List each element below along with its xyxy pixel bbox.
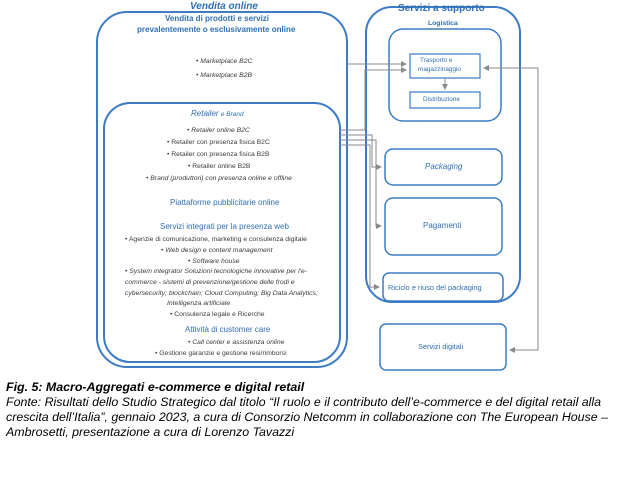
digital-services-label: Servizi digitali — [418, 342, 464, 351]
retailer-item: • Retailer con presenza fisica B2C — [167, 139, 270, 146]
retailer-item: • Brand (produttori) con presenza online… — [146, 175, 292, 182]
ads-platforms-title: Piattaforme pubblicitarie online — [170, 198, 280, 207]
support-services-title: Servizi a supporto — [398, 3, 485, 14]
caption-title: Fig. 5: Macro-Aggregati e-commerce e dig… — [6, 380, 305, 394]
retailer-title-main: Retailer — [191, 109, 219, 118]
retailer-title-suffix: e Brand — [220, 111, 244, 118]
transport-label-2: magazzinaggio — [418, 66, 461, 73]
care-item: • Gestione garanzie e gestione resi/rimb… — [155, 350, 287, 357]
distribution-label: Distribuzione — [423, 96, 460, 103]
retailer-item: • Retailer online B2B — [188, 163, 251, 170]
packaging-label: Packaging — [425, 162, 463, 171]
caption-source: Fonte: Risultati dello Studio Strategico… — [6, 395, 608, 439]
payments-box — [384, 197, 503, 256]
marketplace-b2b: • Marketplace B2B — [196, 72, 253, 79]
web-item: cybersecurity; blockchain; Cloud Computi… — [125, 290, 318, 297]
transport-label-1: Trasporto e — [420, 57, 453, 64]
online-sales-title: Vendita online — [190, 1, 258, 12]
online-sales-subtitle-2: prevalentemente o esclusivamente online — [137, 25, 296, 34]
packaging-box — [384, 148, 503, 186]
recycling-box — [382, 272, 504, 302]
macro-aggregates-diagram: Vendita online Vendita di prodotti e ser… — [96, 1, 539, 371]
figure-caption: Fig. 5: Macro-Aggregati e-commerce e dig… — [6, 380, 624, 440]
retailer-item: • Retailer con presenza fisica B2B — [167, 151, 270, 158]
online-sales-subtitle-1: Vendita di prodotti e servizi — [165, 14, 270, 23]
connector-right-return — [509, 67, 539, 353]
connector-retailer-transport — [340, 67, 407, 131]
web-item: • Software house — [188, 258, 240, 265]
diagram-shapes — [96, 6, 539, 371]
digital-services-box — [379, 323, 507, 371]
distribution-box — [409, 91, 481, 109]
marketplace-b2c: • Marketplace B2C — [196, 58, 253, 65]
web-services-title: Servizi integrati per la presenza web — [160, 222, 289, 231]
customer-care-title: Attività di customer care — [185, 325, 271, 334]
recycling-label: Riciclo e riuso del packaging — [388, 283, 482, 292]
web-item: • Agenzie di comunicazione, marketing e … — [125, 236, 307, 243]
logistics-title: Logistica — [428, 20, 458, 27]
logistics-box — [388, 28, 502, 122]
web-item: Intelligenza artificiale — [167, 300, 231, 307]
connector-retailer-recycling — [340, 144, 380, 290]
web-item: commerce - sistemi di prevenzione/gestio… — [125, 279, 295, 286]
retailer-box — [103, 102, 341, 363]
online-sales-box — [96, 11, 348, 368]
retailer-title: Retailer e Brand — [191, 109, 244, 118]
web-item: • System integrator Soluzioni tecnologic… — [125, 268, 308, 275]
payments-label: Pagamenti — [423, 221, 462, 230]
support-services-box — [365, 6, 521, 303]
web-item: • Consulenza legale e Ricerche — [170, 311, 265, 318]
web-item: • Web design e content management — [161, 247, 273, 254]
retailer-item: • Retailer online B2C — [187, 127, 250, 134]
care-item: • Call center e assistenza online — [188, 339, 285, 346]
connector-retailer-payments — [340, 139, 382, 229]
